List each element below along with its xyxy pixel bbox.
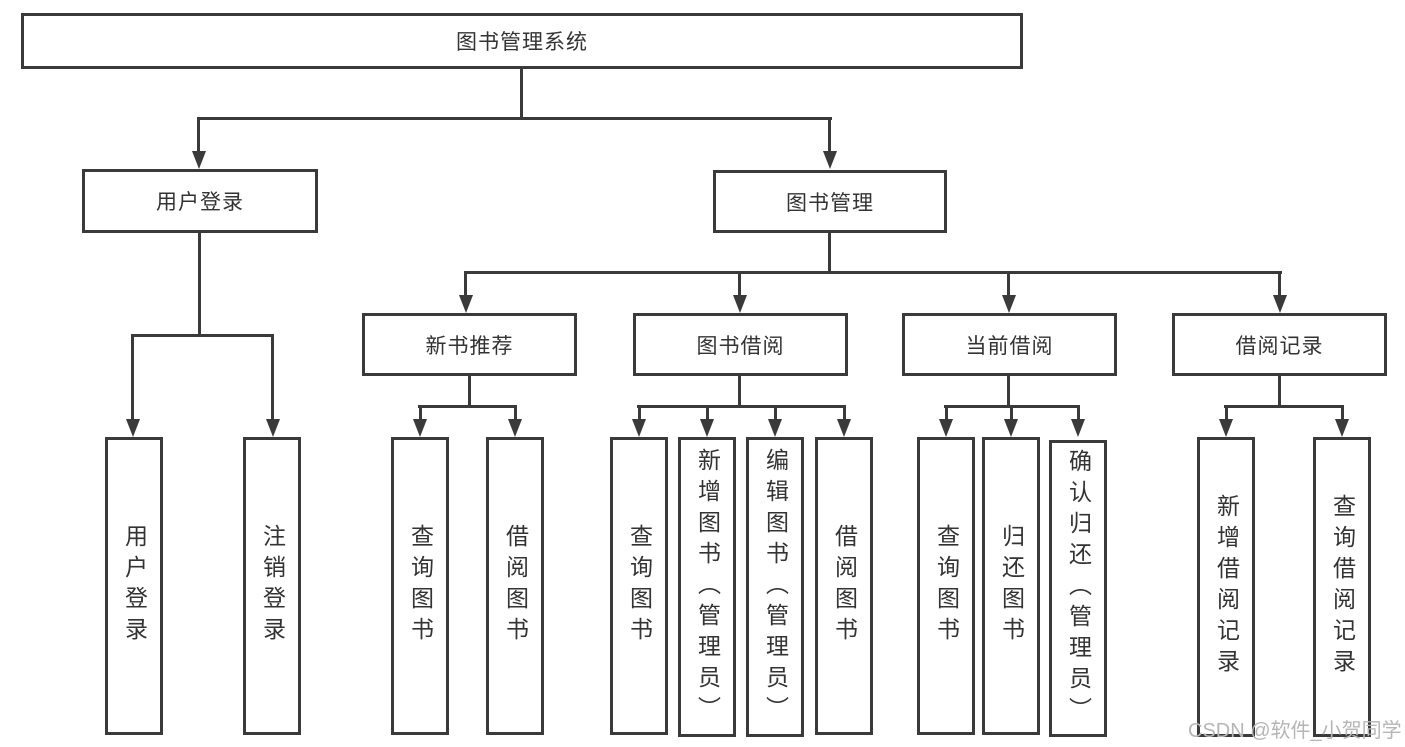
connector — [131, 334, 274, 337]
node-library-management-system: 图书管理系统 — [21, 13, 1023, 69]
node-edit-books-admin: 编辑图书（管理员） — [746, 437, 804, 737]
node-label: 注销登录 — [259, 524, 286, 648]
node-query-borrow-record: 查询借阅记录 — [1313, 437, 1371, 737]
connector — [1278, 376, 1281, 408]
node-user-login: 用户登录 — [82, 169, 318, 233]
connector — [1225, 405, 1228, 419]
connector — [418, 405, 517, 408]
arrowhead-down-icon — [733, 295, 747, 313]
arrowhead-down-icon — [413, 419, 427, 437]
connector — [198, 233, 201, 336]
connector — [197, 117, 200, 151]
connector — [1278, 271, 1281, 295]
connector — [774, 405, 777, 419]
node-label: 查询图书 — [407, 524, 434, 648]
node-borrow-books-recommend: 借阅图书 — [486, 437, 544, 735]
connector — [131, 334, 134, 419]
connector — [1007, 271, 1010, 295]
node-label: 新增图书（管理员） — [694, 447, 721, 727]
node-label: 借阅图书 — [502, 524, 529, 648]
connector — [738, 271, 741, 295]
node-borrowing-records: 借阅记录 — [1172, 313, 1387, 376]
node-label: 借阅记录 — [1235, 334, 1324, 358]
node-label: 图书管理 — [786, 191, 874, 215]
node-label: 用户登录 — [121, 524, 148, 648]
arrowhead-down-icon — [700, 419, 714, 437]
arrowhead-down-icon — [632, 419, 646, 437]
connector — [1010, 405, 1013, 419]
node-label: 当前借阅 — [965, 334, 1054, 358]
arrowhead-down-icon — [459, 295, 473, 313]
arrowhead-down-icon — [837, 419, 851, 437]
node-return-books: 归还图书 — [982, 437, 1040, 735]
connector — [1077, 405, 1080, 419]
connector — [945, 405, 948, 419]
node-add-borrow-record: 新增借阅记录 — [1197, 437, 1255, 737]
node-book-management: 图书管理 — [713, 170, 947, 233]
node-label: 查询图书 — [626, 524, 653, 648]
connector — [1007, 376, 1010, 408]
node-label: 图书借阅 — [696, 334, 785, 358]
connector — [520, 69, 523, 119]
connector — [706, 405, 709, 419]
connector — [197, 117, 832, 120]
node-add-books-admin: 新增图书（管理员） — [678, 437, 736, 737]
node-label: 新增借阅记录 — [1213, 494, 1240, 680]
arrowhead-down-icon — [1002, 295, 1016, 313]
arrowhead-down-icon — [823, 151, 837, 169]
node-label: 归还图书 — [998, 524, 1025, 648]
connector — [514, 405, 517, 419]
arrowhead-down-icon — [126, 419, 140, 437]
arrowhead-down-icon — [192, 151, 206, 169]
node-label: 用户登录 — [156, 191, 244, 214]
arrowhead-down-icon — [768, 419, 782, 437]
node-label: 新书推荐 — [425, 334, 514, 358]
arrowhead-down-icon — [266, 419, 280, 437]
connector — [271, 334, 274, 419]
connector — [1224, 405, 1344, 408]
node-label: 图书管理系统 — [456, 31, 588, 54]
node-label: 查询借阅记录 — [1329, 494, 1356, 680]
node-new-book-recommendation: 新书推荐 — [362, 313, 577, 376]
arrowhead-down-icon — [1219, 419, 1233, 437]
connector — [419, 405, 422, 419]
arrowhead-down-icon — [1071, 419, 1085, 437]
node-confirm-return-admin: 确认归还（管理员） — [1049, 440, 1107, 737]
node-user-login-leaf: 用户登录 — [105, 437, 163, 735]
node-query-books-borrowing: 查询图书 — [610, 437, 668, 735]
connector — [1341, 405, 1344, 419]
node-book-borrowing: 图书借阅 — [633, 313, 848, 376]
node-query-books-current: 查询图书 — [917, 437, 975, 735]
connector — [738, 376, 741, 408]
connector — [828, 233, 831, 274]
arrowhead-down-icon — [1335, 419, 1349, 437]
node-label: 确认归还（管理员） — [1065, 449, 1092, 728]
connector — [638, 405, 641, 419]
arrowhead-down-icon — [939, 419, 953, 437]
connector — [828, 117, 831, 151]
csdn-watermark: CSDN @软件_小贺同学 — [1188, 720, 1402, 742]
connector — [637, 405, 846, 408]
node-label: 查询图书 — [933, 524, 960, 648]
connector — [468, 376, 471, 408]
connector — [843, 405, 846, 419]
node-borrow-books-leaf: 借阅图书 — [815, 437, 873, 735]
node-logout-leaf: 注销登录 — [243, 437, 301, 735]
connector — [464, 271, 1282, 274]
node-query-books-recommend: 查询图书 — [391, 437, 449, 735]
node-current-borrowing: 当前借阅 — [902, 313, 1117, 376]
arrowhead-down-icon — [1004, 419, 1018, 437]
arrowhead-down-icon — [508, 419, 522, 437]
node-label: 借阅图书 — [831, 524, 858, 648]
connector — [464, 271, 467, 295]
node-label: 编辑图书（管理员） — [762, 447, 789, 727]
arrowhead-down-icon — [1273, 295, 1287, 313]
